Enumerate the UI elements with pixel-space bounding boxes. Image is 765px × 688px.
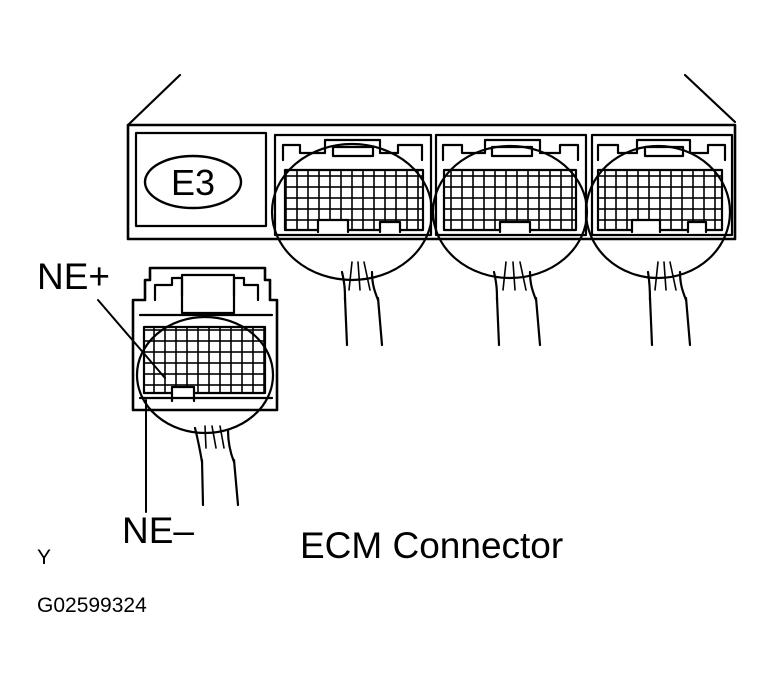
- ecm-header-connector-1: [270, 133, 434, 347]
- view-code: Y: [37, 546, 52, 569]
- ne-plus-label: NE+: [37, 256, 111, 297]
- ne-plus-leader-line: [97, 299, 166, 379]
- harness-connector: [131, 266, 279, 507]
- ecm-header-connector-3: [584, 133, 734, 347]
- diagram-title: ECM Connector: [300, 525, 564, 566]
- e3-badge-text: E3: [171, 162, 215, 203]
- ne-minus-label: NE–: [122, 510, 194, 551]
- figure-code: G02599324: [37, 594, 147, 617]
- e3-badge-oval: [143, 154, 243, 210]
